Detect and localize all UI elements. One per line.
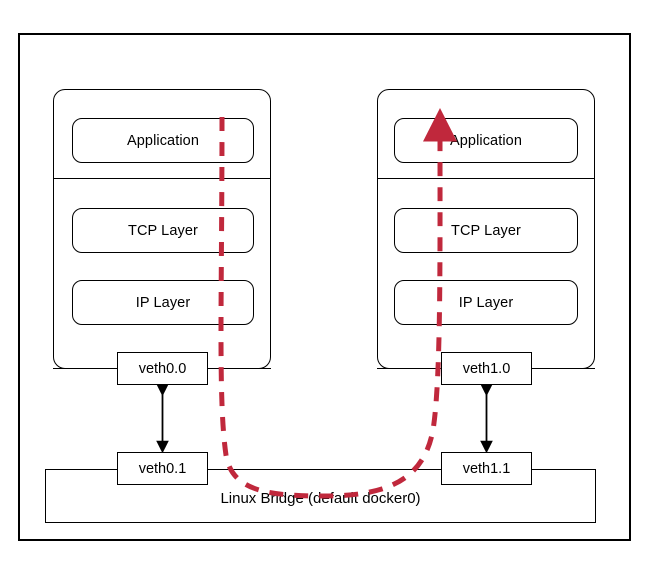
- veth0-0-right-stub: [207, 368, 271, 369]
- veth1-0-left-stub: [377, 368, 442, 369]
- veth1-0-right-stub: [531, 368, 595, 369]
- veth0-1-left-stub: [45, 469, 118, 470]
- veth1-0-label: veth1.0: [462, 360, 511, 377]
- veth1-1-right-stub: [531, 469, 596, 470]
- linux-bridge-label: Linux Bridge (default docker0): [220, 490, 421, 507]
- veth0-0-left-stub: [53, 368, 118, 369]
- container-right-tcp-box[interactable]: TCP Layer: [394, 208, 578, 253]
- container-left-ip-label: IP Layer: [135, 294, 191, 311]
- container-left-application-box[interactable]: Application: [72, 118, 254, 163]
- veth1-1-box[interactable]: veth1.1: [441, 452, 532, 485]
- veth1-0-box[interactable]: veth1.0: [441, 352, 532, 385]
- container-left-divider: [53, 178, 271, 179]
- container-right-application-box[interactable]: Application: [394, 118, 578, 163]
- veth1-1-label: veth1.1: [462, 460, 511, 477]
- veth0-1-label: veth0.1: [138, 460, 187, 477]
- container-left-tcp-label: TCP Layer: [128, 222, 198, 239]
- veth0-1-right-stub: [207, 469, 442, 470]
- container-left-tcp-box[interactable]: TCP Layer: [72, 208, 254, 253]
- veth0-0-label: veth0.0: [138, 360, 187, 377]
- container-right-ip-label: IP Layer: [458, 294, 514, 311]
- veth0-1-box[interactable]: veth0.1: [117, 452, 208, 485]
- veth0-0-box[interactable]: veth0.0: [117, 352, 208, 385]
- container-left-ip-box[interactable]: IP Layer: [72, 280, 254, 325]
- container-left-application-label: Application: [126, 132, 200, 149]
- container-right-tcp-label: TCP Layer: [451, 222, 521, 239]
- container-right-application-label: Application: [449, 132, 523, 149]
- container-right-divider: [377, 178, 595, 179]
- container-right-ip-box[interactable]: IP Layer: [394, 280, 578, 325]
